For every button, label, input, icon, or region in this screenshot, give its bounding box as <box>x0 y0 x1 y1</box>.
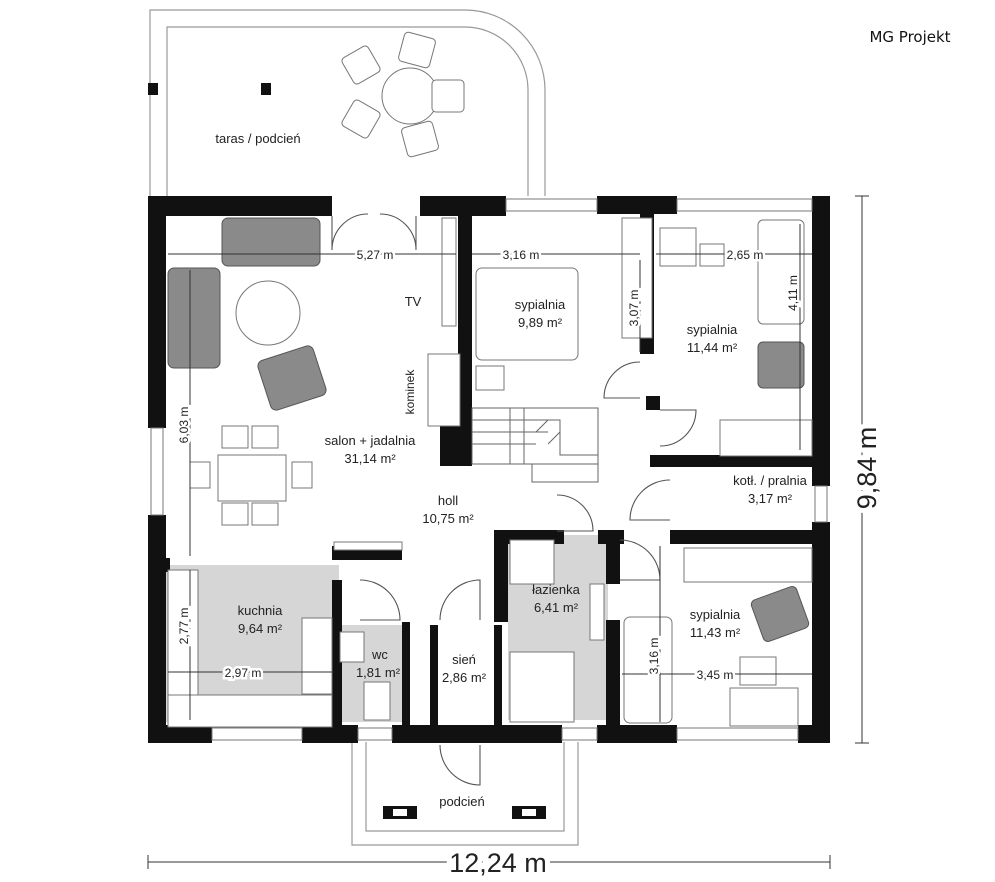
dim-bed3-depth: 3,16 m <box>647 638 661 675</box>
vestibule-label: sień <box>452 652 476 667</box>
doors <box>331 213 697 786</box>
dim-bed2-width: 2,65 m <box>727 248 764 262</box>
wc-area: 1,81 m² <box>356 665 401 680</box>
overall-depth: 9,84 m <box>852 427 882 510</box>
dim-kitchen-depth: 2,77 m <box>177 608 191 645</box>
dim-living-depth: 6,03 m <box>177 407 191 444</box>
kitchen-area: 9,64 m² <box>238 621 283 636</box>
hall-area: 10,75 m² <box>422 511 474 526</box>
bed3-label: sypialnia <box>690 607 741 622</box>
terrace-chairs <box>341 31 465 158</box>
bed2-area: 11,44 m² <box>687 340 738 355</box>
hall-label: holl <box>438 493 458 508</box>
bed3-area: 11,43 m² <box>690 625 741 640</box>
vestibule-area: 2,86 m² <box>442 670 487 685</box>
column <box>261 83 271 95</box>
dim-bed1-depth: 3,07 m <box>627 290 641 327</box>
boiler-area: 3,17 m² <box>748 491 793 506</box>
boiler-label: kotł. / pralnia <box>733 473 807 488</box>
furniture-outline <box>167 67 813 728</box>
porch-outline <box>351 742 579 846</box>
overall-width: 12,24 m <box>449 848 547 878</box>
bed2-label: sypialnia <box>687 322 738 337</box>
dim-bed2-depth: 4,11 m <box>786 275 800 311</box>
bed1-area: 9,89 m² <box>518 315 563 330</box>
wc-label: wc <box>371 647 388 662</box>
bath-area: 6,41 m² <box>534 600 579 615</box>
living-area: 31,14 m² <box>344 451 396 466</box>
dim-bed1-width: 3,16 m <box>503 248 540 262</box>
living-label: salon + jadalnia <box>325 433 416 448</box>
windows <box>150 198 828 741</box>
bed1-label: sypialnia <box>515 297 566 312</box>
dim-living-width: 5,27 m <box>357 248 394 262</box>
kitchen-label: kuchnia <box>238 603 284 618</box>
fireplace-label: kominek <box>403 369 417 415</box>
dimension-lines <box>147 195 869 869</box>
terrace-label: taras / podcień <box>215 131 300 146</box>
tv-label: TV <box>405 294 422 309</box>
dim-kitchen-width: 2,97 m <box>225 666 262 680</box>
brand-logo: MG Projekt <box>869 28 950 46</box>
column <box>148 83 158 95</box>
staircase <box>471 407 599 483</box>
terrace-outline <box>149 9 546 196</box>
bath-label: łazienka <box>532 582 580 597</box>
dim-bed3-width: 3,45 m <box>697 668 734 682</box>
porch-label: podcień <box>439 794 485 809</box>
